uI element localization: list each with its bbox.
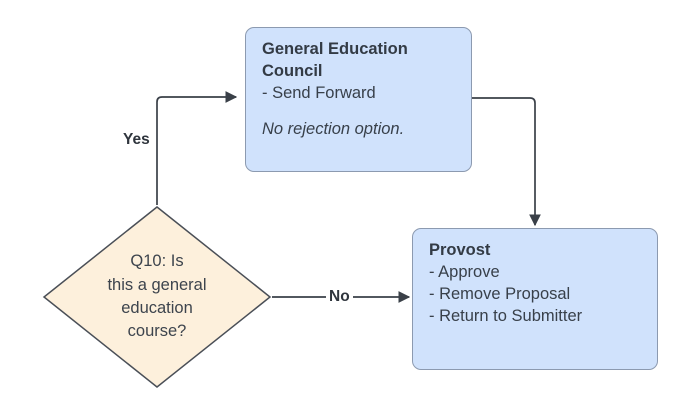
edge-forward-path	[472, 97, 541, 227]
diamond-shape	[42, 206, 272, 388]
process-node-provost[interactable]: Provost - Approve - Remove Proposal - Re…	[412, 228, 658, 370]
provost-item-2: - Return to Submitter	[429, 306, 583, 325]
gec-item-0: - Send Forward	[262, 83, 376, 102]
gec-title: General Education Council	[262, 40, 408, 80]
gec-spacer	[262, 105, 461, 119]
provost-title: Provost	[429, 241, 491, 259]
gec-content: General Education Council - Send Forward…	[262, 39, 461, 141]
edge-yes-path	[156, 91, 238, 205]
edge-label-no: No	[326, 288, 353, 306]
provost-item-0: - Approve	[429, 262, 500, 281]
provost-item-1: - Remove Proposal	[429, 284, 571, 303]
gec-note: No rejection option.	[262, 119, 405, 138]
decision-node-q10[interactable]: Q10: Is this a general education course?	[42, 205, 272, 389]
provost-content: Provost - Approve - Remove Proposal - Re…	[429, 240, 647, 328]
process-node-general-education-council[interactable]: General Education Council - Send Forward…	[245, 27, 472, 172]
edge-label-yes: Yes	[120, 131, 153, 149]
